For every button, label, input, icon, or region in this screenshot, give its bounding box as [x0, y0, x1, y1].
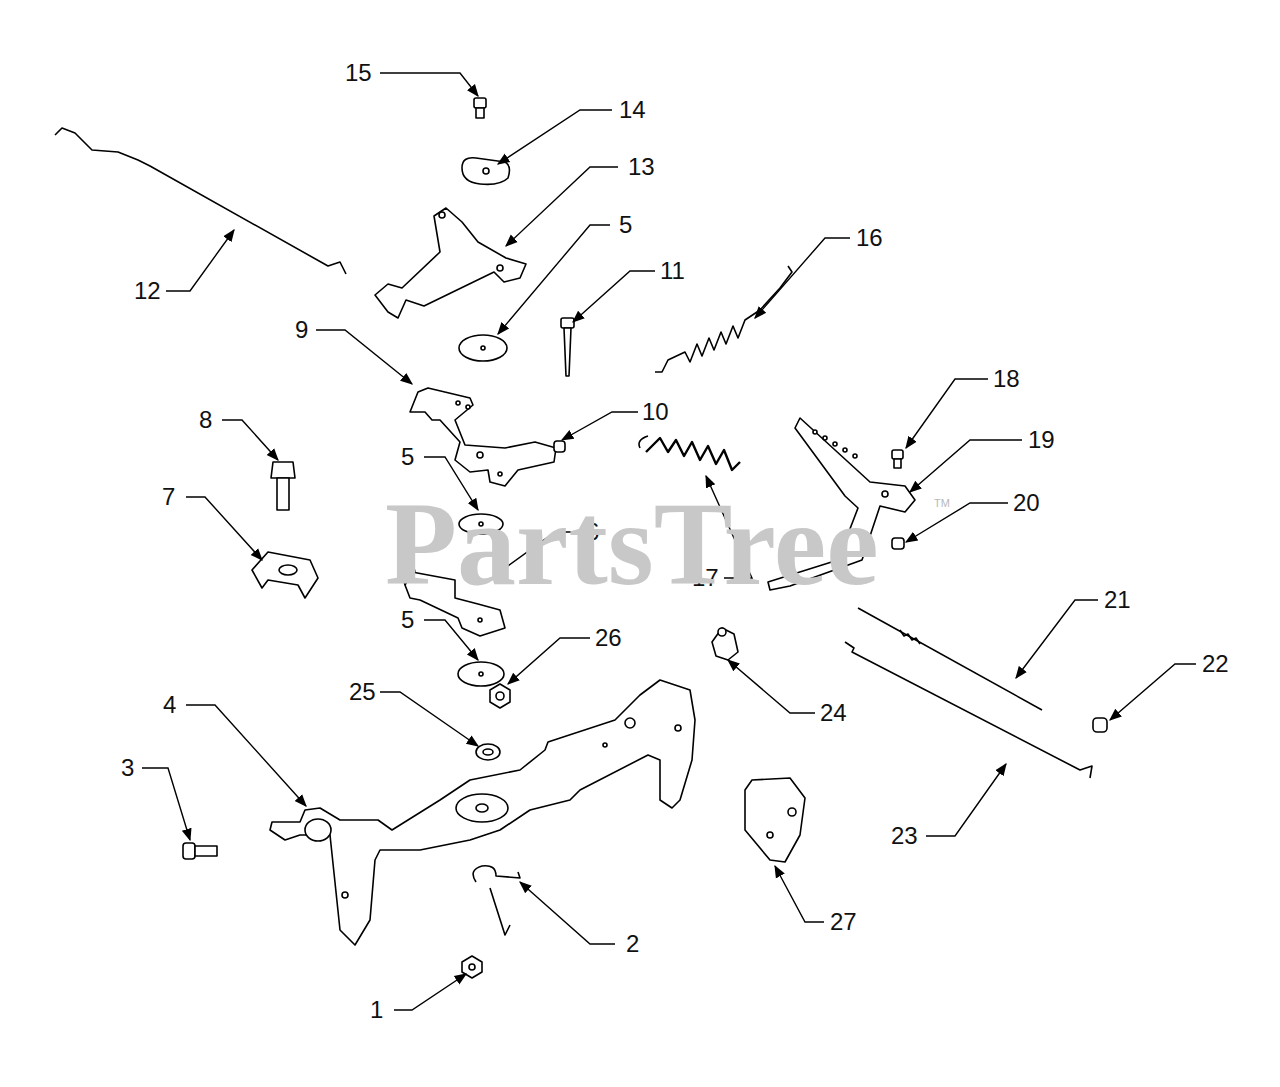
callout-number: 11	[660, 259, 685, 283]
callout-number: 2	[626, 932, 639, 956]
trademark: TM	[934, 498, 950, 509]
watermark: PartsTree	[385, 486, 879, 604]
callout-number: 27	[830, 910, 857, 934]
callout-number: 7	[162, 485, 175, 509]
callout-number: 23	[891, 824, 918, 848]
callout-number: 5	[401, 445, 414, 469]
callout-number: 10	[642, 400, 669, 424]
callout-number: 9	[295, 318, 308, 342]
callout-number: 16	[856, 226, 883, 250]
callout-number: 14	[619, 98, 646, 122]
callout-number: 26	[595, 626, 622, 650]
callout-number: 20	[1013, 491, 1040, 515]
callout-number: 24	[820, 701, 847, 725]
parts	[55, 98, 1107, 978]
callout-number: 3	[121, 756, 134, 780]
callout-number: 1	[370, 998, 383, 1022]
callout-number: 18	[993, 367, 1020, 391]
callout-number: 5	[401, 608, 414, 632]
callout-number: 21	[1104, 588, 1131, 612]
callout-number: 8	[199, 408, 212, 432]
callout-number: 25	[349, 680, 376, 704]
callout-number: 4	[163, 693, 176, 717]
leader-lines	[142, 73, 1196, 1010]
callout-number: 12	[134, 279, 161, 303]
callout-number: 13	[628, 155, 655, 179]
callout-number: 15	[345, 61, 372, 85]
callout-number: 22	[1202, 652, 1229, 676]
callout-number: 5	[619, 213, 632, 237]
callout-number: 19	[1028, 428, 1055, 452]
